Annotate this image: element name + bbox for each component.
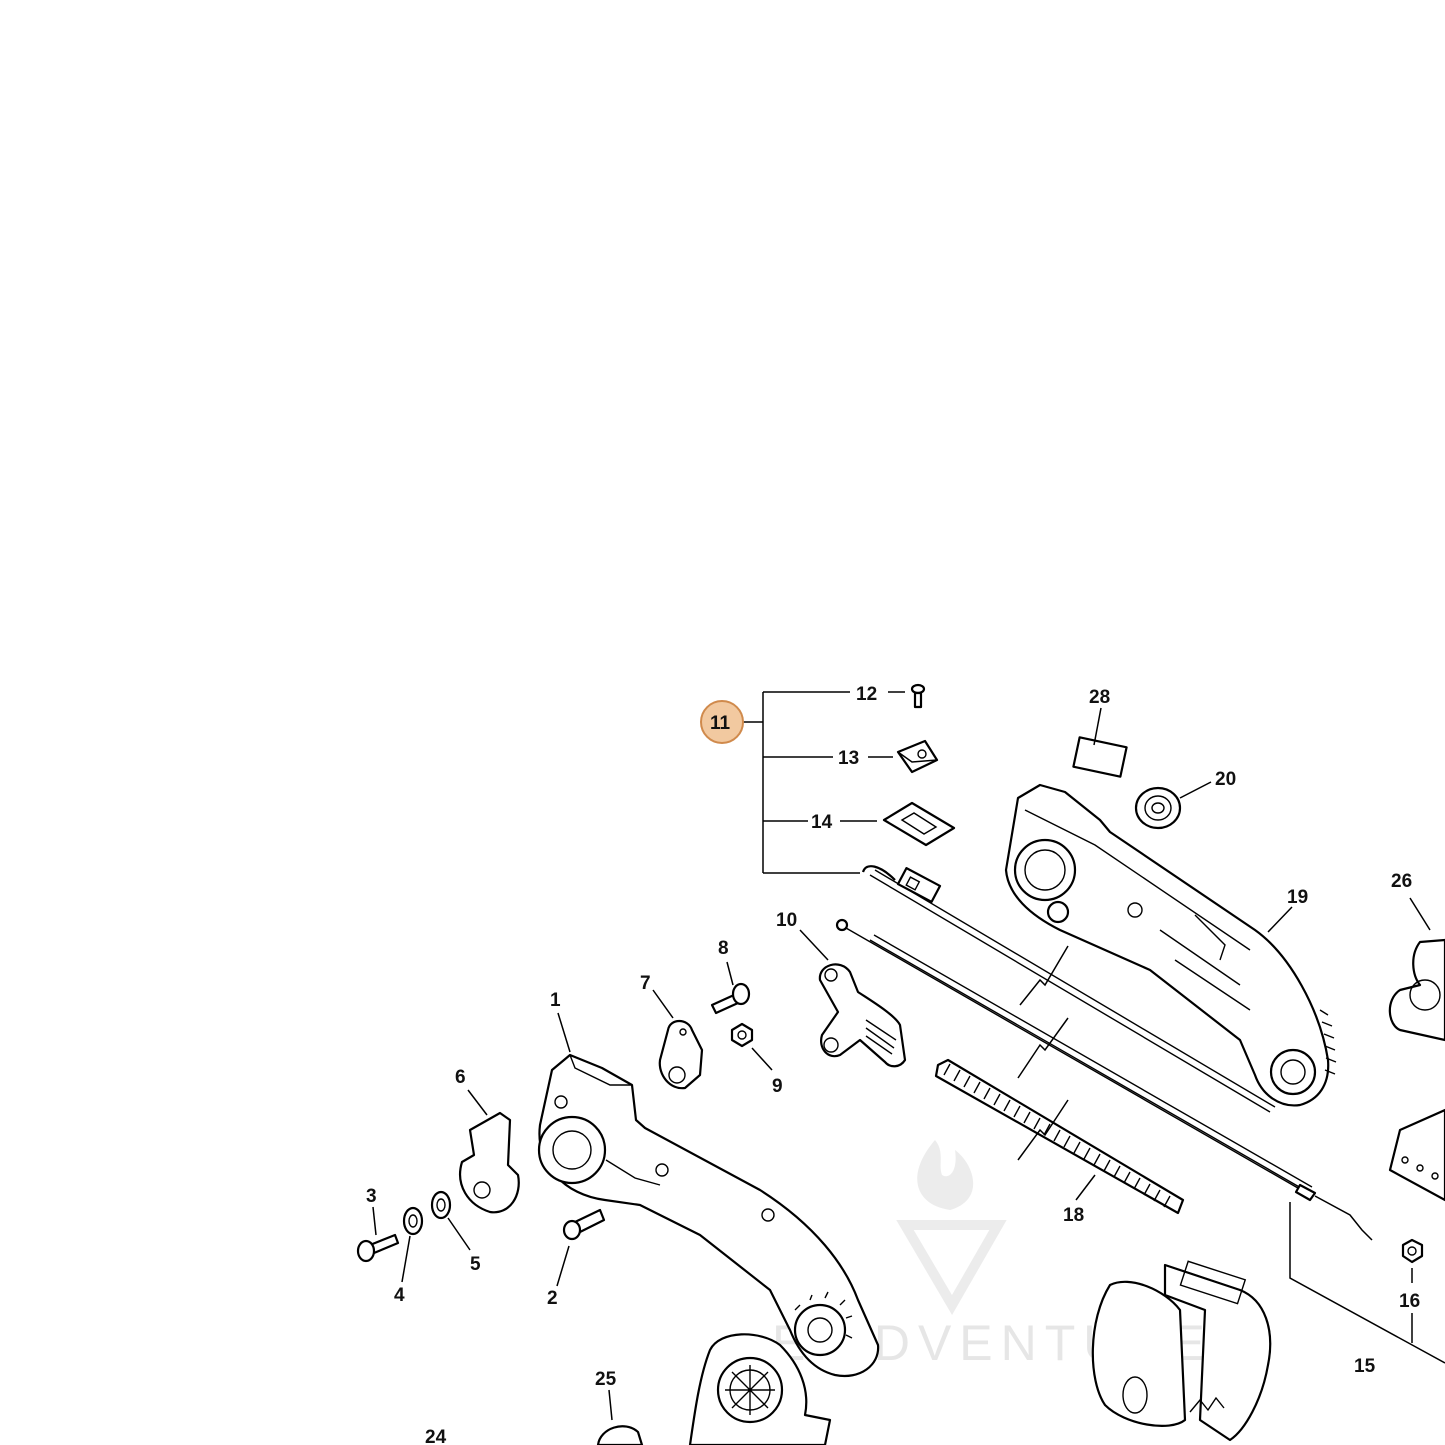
label-8[interactable]: 8 bbox=[718, 938, 729, 959]
label-6[interactable]: 6 bbox=[455, 1067, 466, 1088]
label-12[interactable]: 12 bbox=[856, 684, 877, 705]
label-25[interactable]: 25 bbox=[595, 1369, 617, 1390]
label-13[interactable]: 13 bbox=[838, 748, 859, 769]
label-19[interactable]: 19 bbox=[1287, 887, 1308, 908]
label-14[interactable]: 14 bbox=[811, 812, 833, 833]
label-2[interactable]: 2 bbox=[547, 1288, 558, 1309]
label-4[interactable]: 4 bbox=[394, 1285, 405, 1306]
label-20[interactable]: 20 bbox=[1215, 769, 1236, 790]
part-10-lever bbox=[818, 963, 907, 1068]
clamp-assembly bbox=[1091, 1260, 1272, 1442]
part-28-sticker bbox=[1072, 736, 1128, 778]
label-1[interactable]: 1 bbox=[550, 990, 561, 1011]
label-18[interactable]: 18 bbox=[1063, 1205, 1084, 1226]
part-13-clip bbox=[896, 739, 939, 774]
leader-lines bbox=[372, 707, 1431, 1421]
bottom-gear-assembly bbox=[596, 1333, 832, 1445]
part-26-assembly bbox=[1388, 938, 1445, 1202]
part-15-leader bbox=[1289, 1202, 1445, 1364]
part-5-washer bbox=[430, 1190, 452, 1220]
part-18-coil bbox=[934, 1058, 1185, 1215]
part-7-bracket bbox=[658, 1019, 704, 1090]
label-10[interactable]: 10 bbox=[776, 910, 797, 931]
kit-bracket-11 bbox=[743, 691, 905, 874]
label-7[interactable]: 7 bbox=[640, 973, 651, 994]
part-16-nut bbox=[1401, 1238, 1424, 1283]
label-26[interactable]: 26 bbox=[1391, 871, 1412, 892]
label-9[interactable]: 9 bbox=[772, 1076, 783, 1097]
label-24[interactable]: 24 bbox=[425, 1427, 447, 1445]
watermark-flame-icon bbox=[917, 1140, 974, 1210]
part-14-label bbox=[882, 801, 956, 847]
part-4-washer bbox=[402, 1206, 424, 1236]
part-2-screw bbox=[562, 1208, 606, 1241]
part-20-grommet bbox=[1134, 786, 1182, 830]
watermark-v-icon bbox=[896, 1220, 1007, 1315]
part-9-nut bbox=[730, 1022, 754, 1048]
part-6-latch bbox=[459, 1111, 520, 1214]
label-5[interactable]: 5 bbox=[470, 1254, 481, 1275]
label-28[interactable]: 28 bbox=[1089, 687, 1110, 708]
part-1-handle bbox=[537, 1053, 880, 1378]
part-3-screw bbox=[356, 1233, 400, 1263]
label-3[interactable]: 3 bbox=[366, 1186, 377, 1207]
part-19-housing bbox=[1004, 783, 1337, 1107]
wire-harness bbox=[861, 865, 1276, 1113]
part-labels: 11 12 13 14 28 20 19 26 10 8 7 1 9 6 3 1… bbox=[366, 684, 1420, 1445]
label-15[interactable]: 15 bbox=[1354, 1356, 1376, 1377]
label-16[interactable]: 16 bbox=[1399, 1291, 1420, 1312]
throttle-cable bbox=[835, 918, 1373, 1241]
part-8-screw bbox=[710, 982, 751, 1015]
label-11[interactable]: 11 bbox=[710, 713, 731, 734]
highlight-circle-11[interactable] bbox=[700, 700, 744, 744]
part-12-screw bbox=[910, 683, 926, 709]
